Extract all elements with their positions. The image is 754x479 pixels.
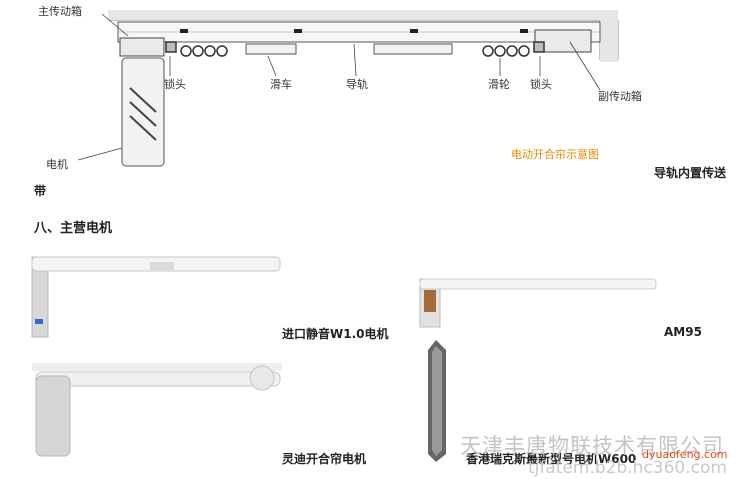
section-heading: 八、主营电机 (34, 221, 113, 236)
transmission-text-line1: 导轨内置传送 (654, 166, 727, 180)
product-w600-image (428, 340, 446, 462)
product-lingdi-image (32, 363, 282, 457)
product-am95-caption: AM95 (664, 325, 702, 339)
watermark-site: tjfatem.b2b.hc360.com (528, 458, 727, 478)
product-w10-caption: 进口静音W1.0电机 (282, 327, 389, 341)
label-lock-left: 锁头 (164, 78, 186, 91)
clip (520, 29, 528, 33)
main-gearbox-shape (119, 37, 165, 57)
product-w600-caption: 香港瑞克斯最新型号电机W600 (466, 452, 637, 466)
aux-gearbox-shape (534, 29, 592, 53)
pulleys-right (482, 41, 545, 57)
watermark-company: 天津丰唐物联技术有限公司 (460, 434, 724, 458)
product-lingdi-caption: 灵迪开合帘电机 (282, 452, 367, 466)
label-pulley: 滑轮 (488, 78, 510, 91)
label-main-gearbox: 主传动箱 (38, 5, 82, 18)
label-aux-gearbox: 副传动箱 (598, 90, 642, 103)
transmission-text-line2: 带 (34, 184, 47, 198)
product-w10-image (31, 256, 281, 338)
leader-lines (77, 13, 601, 161)
product-am95-image (419, 278, 657, 328)
motor-shape (121, 57, 165, 167)
label-rail: 导轨 (346, 78, 368, 91)
label-motor: 电机 (46, 158, 68, 171)
clip (180, 29, 188, 33)
label-lock-right: 锁头 (530, 78, 552, 91)
watermark-red: dyuaofeng.com (642, 448, 728, 461)
label-carriage: 滑车 (270, 78, 292, 91)
clip (410, 29, 418, 33)
pulleys-left (165, 41, 228, 57)
wall (600, 10, 618, 62)
carriage-shape (245, 43, 297, 55)
carriage-shape (373, 43, 453, 55)
diagram-caption: 电动开合帘示意图 (511, 148, 599, 161)
clip (294, 29, 302, 33)
ceiling (108, 10, 618, 20)
